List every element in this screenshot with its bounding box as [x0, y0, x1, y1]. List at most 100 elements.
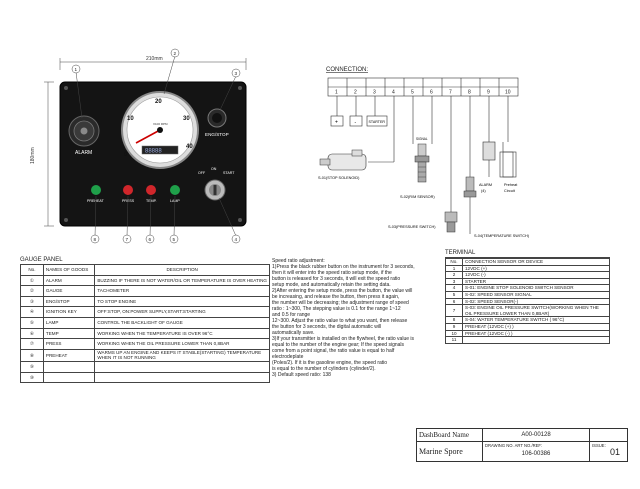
- row-no: ②: [20, 285, 44, 297]
- row-desc: CONTROL THE BACKLIGHT OF GAUGE: [94, 316, 270, 329]
- row-desc: STARTER: [462, 277, 610, 286]
- row-desc: PREHEAT (12VDC (+) ): [462, 322, 610, 331]
- pin-9: 9: [487, 90, 490, 96]
- row-desc: OFF:STOP, ON:POWER SUPPLY,START:STARTING: [94, 306, 270, 318]
- callout-8: [90, 234, 100, 244]
- drawing-no-label: DRAWING NO. ART NO./REF:: [485, 443, 543, 448]
- row-desc: 12VDC (-): [462, 271, 610, 279]
- speed-ratio-line: 3)If your transmitter is installed on th…: [272, 336, 415, 342]
- gauge-tick-20: 20: [155, 99, 162, 105]
- pin-7: 7: [449, 90, 452, 96]
- pressure-switch-label: S-03(PRESSURE SWITCH): [388, 225, 436, 229]
- table-row: 11: [445, 336, 610, 345]
- wires: [336, 96, 509, 212]
- speed-ratio-line: then it will enter into the speed ratio …: [272, 270, 392, 276]
- row-no: ⑩: [20, 371, 44, 384]
- width-label: 210mm: [146, 56, 163, 62]
- row-desc: [94, 371, 270, 384]
- switch-start-label: START: [223, 171, 235, 175]
- row-no: 10: [445, 329, 463, 338]
- terminal-section: TERMINAL No.CONNECTION SENSOR OR DEVICE …: [445, 250, 610, 345]
- pin-3: 3: [373, 90, 376, 96]
- callout-5: [169, 234, 179, 244]
- header-no: No.: [445, 258, 463, 266]
- callout-5-number: 5: [173, 237, 176, 242]
- starter-box: [366, 115, 388, 127]
- row-no: ①: [20, 274, 44, 287]
- dashboard-panel-drawing: 210mm 180mm ALARM 0 10 20 30 40 X100 RPM…: [30, 48, 247, 244]
- screw-icon: [64, 86, 68, 90]
- row-desc: [462, 336, 610, 345]
- callout-1-number: 1: [75, 67, 78, 72]
- row-no: ④: [20, 306, 44, 318]
- row-no: ⑧: [20, 348, 44, 362]
- row-name: TEMP: [42, 327, 96, 340]
- alarm-label: ALARM: [479, 183, 492, 187]
- callout-7-number: 7: [126, 237, 129, 242]
- drawing-no-value: 106-00386: [521, 451, 551, 457]
- pin-strip: [327, 77, 519, 97]
- row-desc: PREHEAT (12VDC (-) ): [462, 329, 610, 338]
- plus-terminal-box: [330, 115, 344, 127]
- row-desc: S-03: ENGINE OIL PRESSURE SWITCH(WORKING…: [462, 304, 610, 318]
- speed-ratio-line: the button for 3 seconds, the digital au…: [272, 324, 382, 330]
- row-no: 8: [445, 316, 463, 324]
- row-name: PRESS: [42, 338, 96, 350]
- row-desc: WORKING WHEN THE TEMPERATURE IS OVER 96°…: [94, 327, 270, 340]
- signal-label: SIGNAL: [416, 137, 428, 141]
- row-no: 2: [445, 271, 463, 279]
- callout-4-number: 4: [235, 237, 238, 242]
- callout-3: [231, 68, 241, 78]
- row-name: ENG/STOP: [42, 295, 96, 308]
- pin-8: 8: [468, 90, 471, 96]
- title-block: DashBoard Name A00-00128 Marine Spore DR…: [416, 428, 628, 462]
- callout-8-number: 8: [94, 237, 97, 242]
- speed-ratio-line: 3) Default speed ratio: 138: [272, 372, 331, 378]
- connection-title: CONNECTION:: [326, 67, 368, 73]
- gauge-needle: [135, 129, 161, 144]
- alarm-label: ALARM: [75, 150, 92, 156]
- terminal-title: TERMINAL: [445, 250, 610, 258]
- row-name: ALARM: [42, 274, 96, 287]
- row-desc: S-02: SPEED SENSOR SIGNAL: [462, 290, 610, 299]
- row-no: 3: [445, 277, 463, 286]
- preheat-light: [91, 185, 101, 195]
- stop-solenoid-label: S-01(STOP SOLENOID): [318, 176, 360, 180]
- press-label: PRESS: [122, 199, 135, 203]
- issue-value: 01: [610, 447, 621, 457]
- blank-cell: [589, 429, 627, 442]
- speed-ratio-line: setup mode, and automatically retain the…: [272, 282, 391, 288]
- row-no: ⑤: [20, 316, 44, 329]
- gauge-tick-0: 0: [124, 152, 128, 158]
- callout-3-number: 3: [235, 71, 238, 76]
- row-name: [42, 360, 96, 373]
- speed-ratio-line: 12~300. Adjust the ratio value to what y…: [272, 318, 408, 324]
- row-desc: WARMS UP AN ENGINE AND KEEPS IT STABLE(S…: [94, 348, 270, 362]
- speed-ratio-line: button is released for 3 seconds, it wil…: [272, 276, 401, 282]
- issue-cell: ISSUE: 01: [589, 442, 627, 462]
- callout-2-number: 2: [174, 51, 177, 56]
- gauge-panel-title: GAUGE PANEL: [20, 257, 63, 263]
- row-no: 7: [445, 304, 463, 318]
- lamp-light: [170, 185, 180, 195]
- speed-ratio-line: and 0.5 for range: [272, 312, 311, 318]
- callout-4: [231, 234, 241, 244]
- row-no: 9: [445, 322, 463, 331]
- table-row: ⑨: [20, 360, 270, 373]
- row-name: [42, 371, 96, 384]
- preheat-circuit-label-2: Circuit: [504, 189, 516, 193]
- preheat-circuit-icon: [499, 142, 517, 178]
- speed-ratio-line: Speed ratio adjustment:: [272, 258, 325, 264]
- row-no: ③: [20, 295, 44, 308]
